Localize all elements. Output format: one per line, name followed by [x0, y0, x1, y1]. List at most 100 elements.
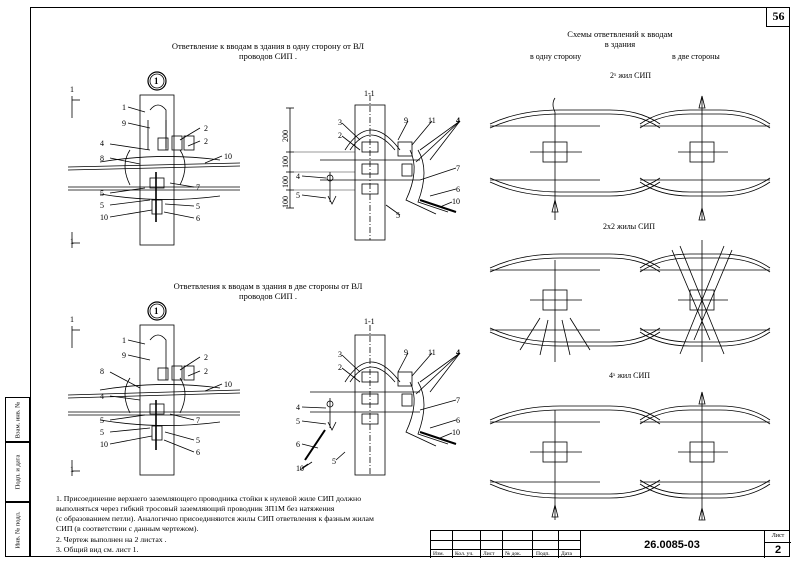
callout-10: 10 — [224, 152, 232, 161]
callout-2: 2 — [204, 124, 208, 133]
tb-col-doc: № док. — [502, 531, 532, 558]
tb-row-line-2 — [430, 549, 580, 550]
view-circle-label-top: 1 — [154, 76, 159, 86]
note-line-4: СИП (в соответствии с данным чертежом). — [56, 524, 199, 534]
side-stamp-inv-no-text: Инв. № подл. — [14, 510, 21, 549]
note-line-1: 1. Присоединение верхнего заземляющего п… — [56, 494, 362, 503]
drawing-frame — [30, 7, 790, 557]
callout-10b: 10 — [100, 213, 108, 222]
tb-col-sign: Подп. — [532, 531, 558, 558]
pole-view-top — [67, 71, 241, 248]
tb-col-izm: Изм. — [430, 531, 452, 558]
tb-code-cell — [580, 531, 764, 558]
title-two-sides-line1: Ответвления к вводам в здания в две стор… — [173, 281, 363, 291]
callout-bs-4: 4 — [456, 348, 460, 357]
callout-1: 1 — [122, 103, 126, 112]
title-one-side-line1: Ответвление к вводам в здания в одну сто… — [171, 41, 365, 51]
tb-hdr-izm: Изм. — [433, 551, 444, 557]
callout-bs-10b: 10 — [296, 464, 304, 473]
title-block: Изм. Кол. уч. Лист № док. Подп. Дата 26.… — [430, 530, 791, 558]
side-stamp: Взам. инв. № Подп. и дата Инв. № подл. — [5, 397, 30, 557]
callout-bs-6b: 6 — [296, 440, 300, 449]
tb-col-kol: Кол. уч. — [452, 531, 480, 558]
callout-8: 8 — [100, 154, 104, 163]
section-view-top — [286, 95, 461, 241]
callout-s-10: 10 — [452, 197, 460, 206]
side-stamp-sign-date: Подп. и дата — [5, 442, 30, 502]
callout-bs-3: 3 — [338, 350, 342, 359]
callout-b-10: 10 — [224, 380, 232, 389]
tb-col-date: Дата — [558, 531, 580, 558]
callout-4: 4 — [100, 139, 104, 148]
callout-bs-11: 11 — [428, 348, 436, 357]
callout-s-6: 6 — [456, 185, 460, 194]
title-two-sides-line2: проводов СИП . — [239, 290, 297, 301]
tb-row-line-1 — [430, 540, 580, 541]
section-view-bottom — [299, 325, 461, 476]
title-schemes-line2: в здания — [604, 38, 636, 49]
callout-s-9: 9 — [404, 116, 408, 125]
scheme-2-cores-two-sides — [639, 95, 771, 221]
section-label-top: 1-1 — [364, 89, 375, 98]
note-line-5: 2. Чертеж выполнен на 2 листах . — [56, 534, 167, 544]
callout-s-2: 2 — [338, 131, 342, 140]
cut-mark-3: 1 — [70, 315, 74, 324]
scheme-2-cores-one-side — [489, 97, 661, 220]
document-code: 26.0085-03 — [644, 538, 700, 551]
side-stamp-sign-date-text: Подп. и дата — [14, 454, 21, 490]
callout-bs-5b: 5 — [332, 457, 336, 466]
tb-sheet-label: Лист — [765, 531, 791, 543]
callout-s-5b: 5 — [396, 211, 400, 220]
side-stamp-inv-no: Инв. № подл. — [5, 502, 30, 557]
callout-5c: 5 — [196, 202, 200, 211]
callout-bs-4b: 4 — [296, 403, 300, 412]
callout-b-5c: 5 — [196, 436, 200, 445]
sheet-number: 56 — [766, 7, 790, 27]
tb-hdr-list: Лист — [483, 551, 495, 557]
callout-9: 9 — [122, 119, 126, 128]
tb-sheet-value: 2 — [774, 544, 782, 556]
callout-s-4b: 4 — [296, 172, 300, 181]
tb-hdr-kol: Кол. уч. — [455, 551, 474, 557]
scheme-4-cores-one-side — [489, 405, 661, 520]
scheme-2x2-cores-two-sides — [639, 240, 771, 362]
title-one-side-line2: проводов СИП . — [239, 50, 297, 61]
callout-s-3: 3 — [338, 118, 342, 127]
side-stamp-replace-inv: Взам. инв. № — [5, 397, 30, 442]
callout-s-7: 7 — [456, 164, 460, 173]
callout-2b: 2 — [204, 137, 208, 146]
tb-hdr-sign: Подп. — [536, 551, 550, 557]
col-one-side: в одну сторону — [530, 52, 582, 61]
callout-b-6: 6 — [196, 448, 200, 457]
col-two-sides: в две стороны — [672, 52, 720, 61]
callout-b-7: 7 — [196, 416, 200, 425]
callout-b-10b: 10 — [100, 440, 108, 449]
callout-6: 6 — [196, 214, 200, 223]
callout-b-2: 2 — [204, 353, 208, 362]
tb-col-list: Лист — [480, 531, 502, 558]
title-schemes: Схемы ответвлений к вводам в здания — [567, 29, 673, 50]
callout-bs-10: 10 — [452, 428, 460, 437]
title-schemes-line1: Схемы ответвлений к вводам — [567, 29, 673, 39]
callout-b-4: 4 — [100, 392, 104, 401]
callout-bs-7: 7 — [456, 396, 460, 405]
callout-bs-5: 5 — [296, 417, 300, 426]
callout-5: 5 — [100, 189, 104, 198]
row-label-4-cores: 4ˣ жил СИП — [609, 371, 651, 380]
title-one-side: Ответвление к вводам в здания в одну сто… — [171, 41, 365, 62]
title-two-sides: Ответвления к вводам в здания в две стор… — [173, 281, 363, 302]
scheme-4-cores-two-sides — [639, 391, 771, 521]
note-line-2: выполняться через гибкий тросовый заземл… — [56, 504, 335, 514]
callout-b-5b: 5 — [100, 428, 104, 437]
cut-mark-1: 1 — [70, 85, 74, 94]
callout-bs-9: 9 — [404, 348, 408, 357]
view-circle-label-bottom: 1 — [154, 306, 159, 316]
callout-5b: 5 — [100, 201, 104, 210]
note-line-6: 3. Общий вид см. лист 1. — [56, 544, 139, 554]
callout-b-8: 8 — [100, 367, 104, 376]
side-stamp-replace-inv-text: Взам. инв. № — [14, 401, 21, 438]
row-label-2-cores: 2ˣ жил СИП — [610, 71, 652, 80]
section-label-bottom: 1-1 — [364, 317, 375, 326]
notes: 1. Присоединение верхнего заземляющего п… — [56, 494, 426, 555]
